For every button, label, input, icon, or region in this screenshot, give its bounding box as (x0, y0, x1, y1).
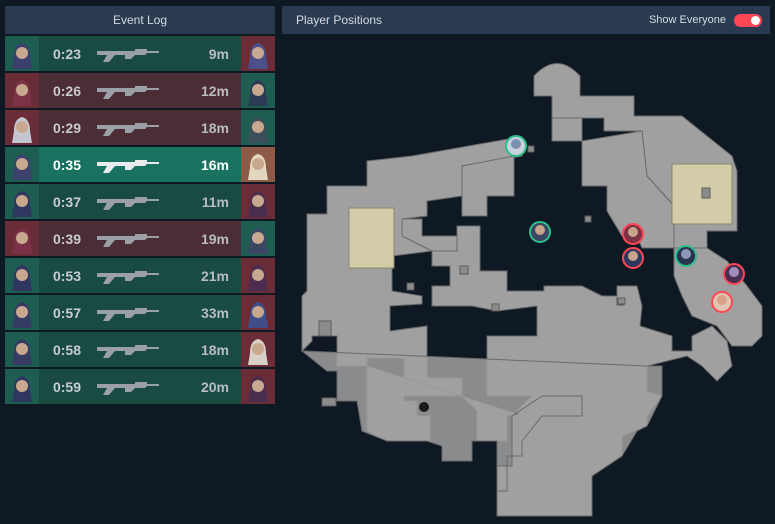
killer-portrait-icon (5, 221, 39, 256)
player-positions-title: Player Positions (296, 13, 383, 27)
event-log-row[interactable]: 0:57 33m (5, 295, 275, 330)
player-marker (529, 221, 551, 243)
show-everyone-toggle[interactable] (734, 14, 762, 27)
player-marker (723, 263, 745, 285)
map-region-north-link (461, 155, 515, 217)
victim-portrait-icon (241, 184, 275, 219)
map-hole-marker (419, 402, 429, 412)
vandal-rifle-icon (95, 44, 161, 64)
event-log-row[interactable]: 0:23 9m (5, 36, 275, 71)
event-time: 0:37 (52, 193, 82, 210)
event-log-row[interactable]: 0:35 16m (5, 147, 275, 182)
map-region-south (300, 350, 663, 517)
vandal-rifle-icon (95, 229, 161, 249)
victim-portrait-icon (241, 332, 275, 367)
kill-distance: 9m (208, 45, 229, 62)
killer-portrait-icon (5, 332, 39, 367)
toggle-knob (751, 16, 760, 25)
kill-distance: 19m (200, 230, 229, 247)
victim-portrait-icon (241, 147, 275, 182)
victim-portrait-icon (241, 221, 275, 256)
player-positions-header: Player Positions Show Everyone (282, 6, 770, 34)
event-log-row[interactable]: 0:59 20m (5, 369, 275, 404)
kill-distance: 33m (200, 304, 229, 321)
killer-portrait-icon (5, 147, 39, 182)
map-canvas (300, 63, 763, 517)
map-region-upper-corridor (551, 117, 583, 142)
player-marker (622, 223, 644, 245)
event-log-header: Event Log (5, 6, 275, 34)
vandal-rifle-icon (95, 118, 161, 138)
kill-distance: 11m (201, 193, 229, 210)
victim-portrait-icon (241, 258, 275, 293)
event-time: 0:35 (52, 156, 82, 173)
killer-portrait-icon (5, 73, 39, 108)
event-time: 0:59 (52, 378, 82, 395)
killer-portrait-icon (5, 258, 39, 293)
player-marker (505, 135, 527, 157)
event-log-row[interactable]: 0:53 21m (5, 258, 275, 293)
kill-distance: 18m (200, 119, 229, 136)
map-walls (318, 145, 711, 407)
victim-portrait-icon (241, 36, 275, 71)
kill-distance: 12m (200, 82, 229, 99)
killer-portrait-icon (5, 184, 39, 219)
vandal-rifle-icon (95, 155, 161, 175)
event-time: 0:57 (52, 304, 82, 321)
event-time: 0:53 (52, 267, 82, 284)
vandal-rifle-icon (95, 377, 161, 397)
event-time: 0:39 (52, 230, 82, 247)
map-floor (300, 63, 763, 517)
player-marker (675, 245, 697, 267)
player-markers[interactable] (505, 135, 745, 313)
victim-portrait-icon (241, 110, 275, 145)
event-time: 0:29 (52, 119, 82, 136)
event-log-row[interactable]: 0:58 18m (5, 332, 275, 367)
killer-portrait-icon (5, 110, 39, 145)
victim-portrait-icon (241, 73, 275, 108)
kill-distance: 18m (200, 341, 229, 358)
player-marker (622, 247, 644, 269)
victim-portrait-icon (241, 369, 275, 404)
event-log-list: 0:23 9m 0:26 12m 0:29 18m 0:35 16m 0:37 11m 0:39 19… (5, 36, 275, 406)
kill-distance: 16m (200, 156, 229, 173)
event-log-title: Event Log (112, 13, 168, 27)
event-log-row[interactable]: 0:39 19m (5, 221, 275, 256)
vandal-rifle-icon (95, 266, 161, 286)
event-log-row[interactable]: 0:26 12m (5, 73, 275, 108)
vandal-rifle-icon (95, 192, 161, 212)
vandal-rifle-icon (95, 303, 161, 323)
map-region-mid-west (401, 218, 458, 252)
killer-portrait-icon (5, 36, 39, 71)
killer-portrait-icon (5, 295, 39, 330)
event-log-row[interactable]: 0:37 11m (5, 184, 275, 219)
map-sites (348, 163, 733, 269)
event-time: 0:26 (52, 82, 82, 99)
killer-portrait-icon (5, 369, 39, 404)
vandal-rifle-icon (95, 340, 161, 360)
kill-distance: 21m (200, 267, 229, 284)
site-a-area (348, 207, 395, 269)
event-time: 0:58 (52, 341, 82, 358)
player-marker (711, 291, 733, 313)
victim-portrait-icon (241, 295, 275, 330)
vandal-rifle-icon (95, 81, 161, 101)
event-time: 0:23 (52, 45, 82, 62)
event-log-row[interactable]: 0:29 18m (5, 110, 275, 145)
kill-distance: 20m (200, 378, 229, 395)
show-everyone-label: Show Everyone (648, 14, 726, 26)
